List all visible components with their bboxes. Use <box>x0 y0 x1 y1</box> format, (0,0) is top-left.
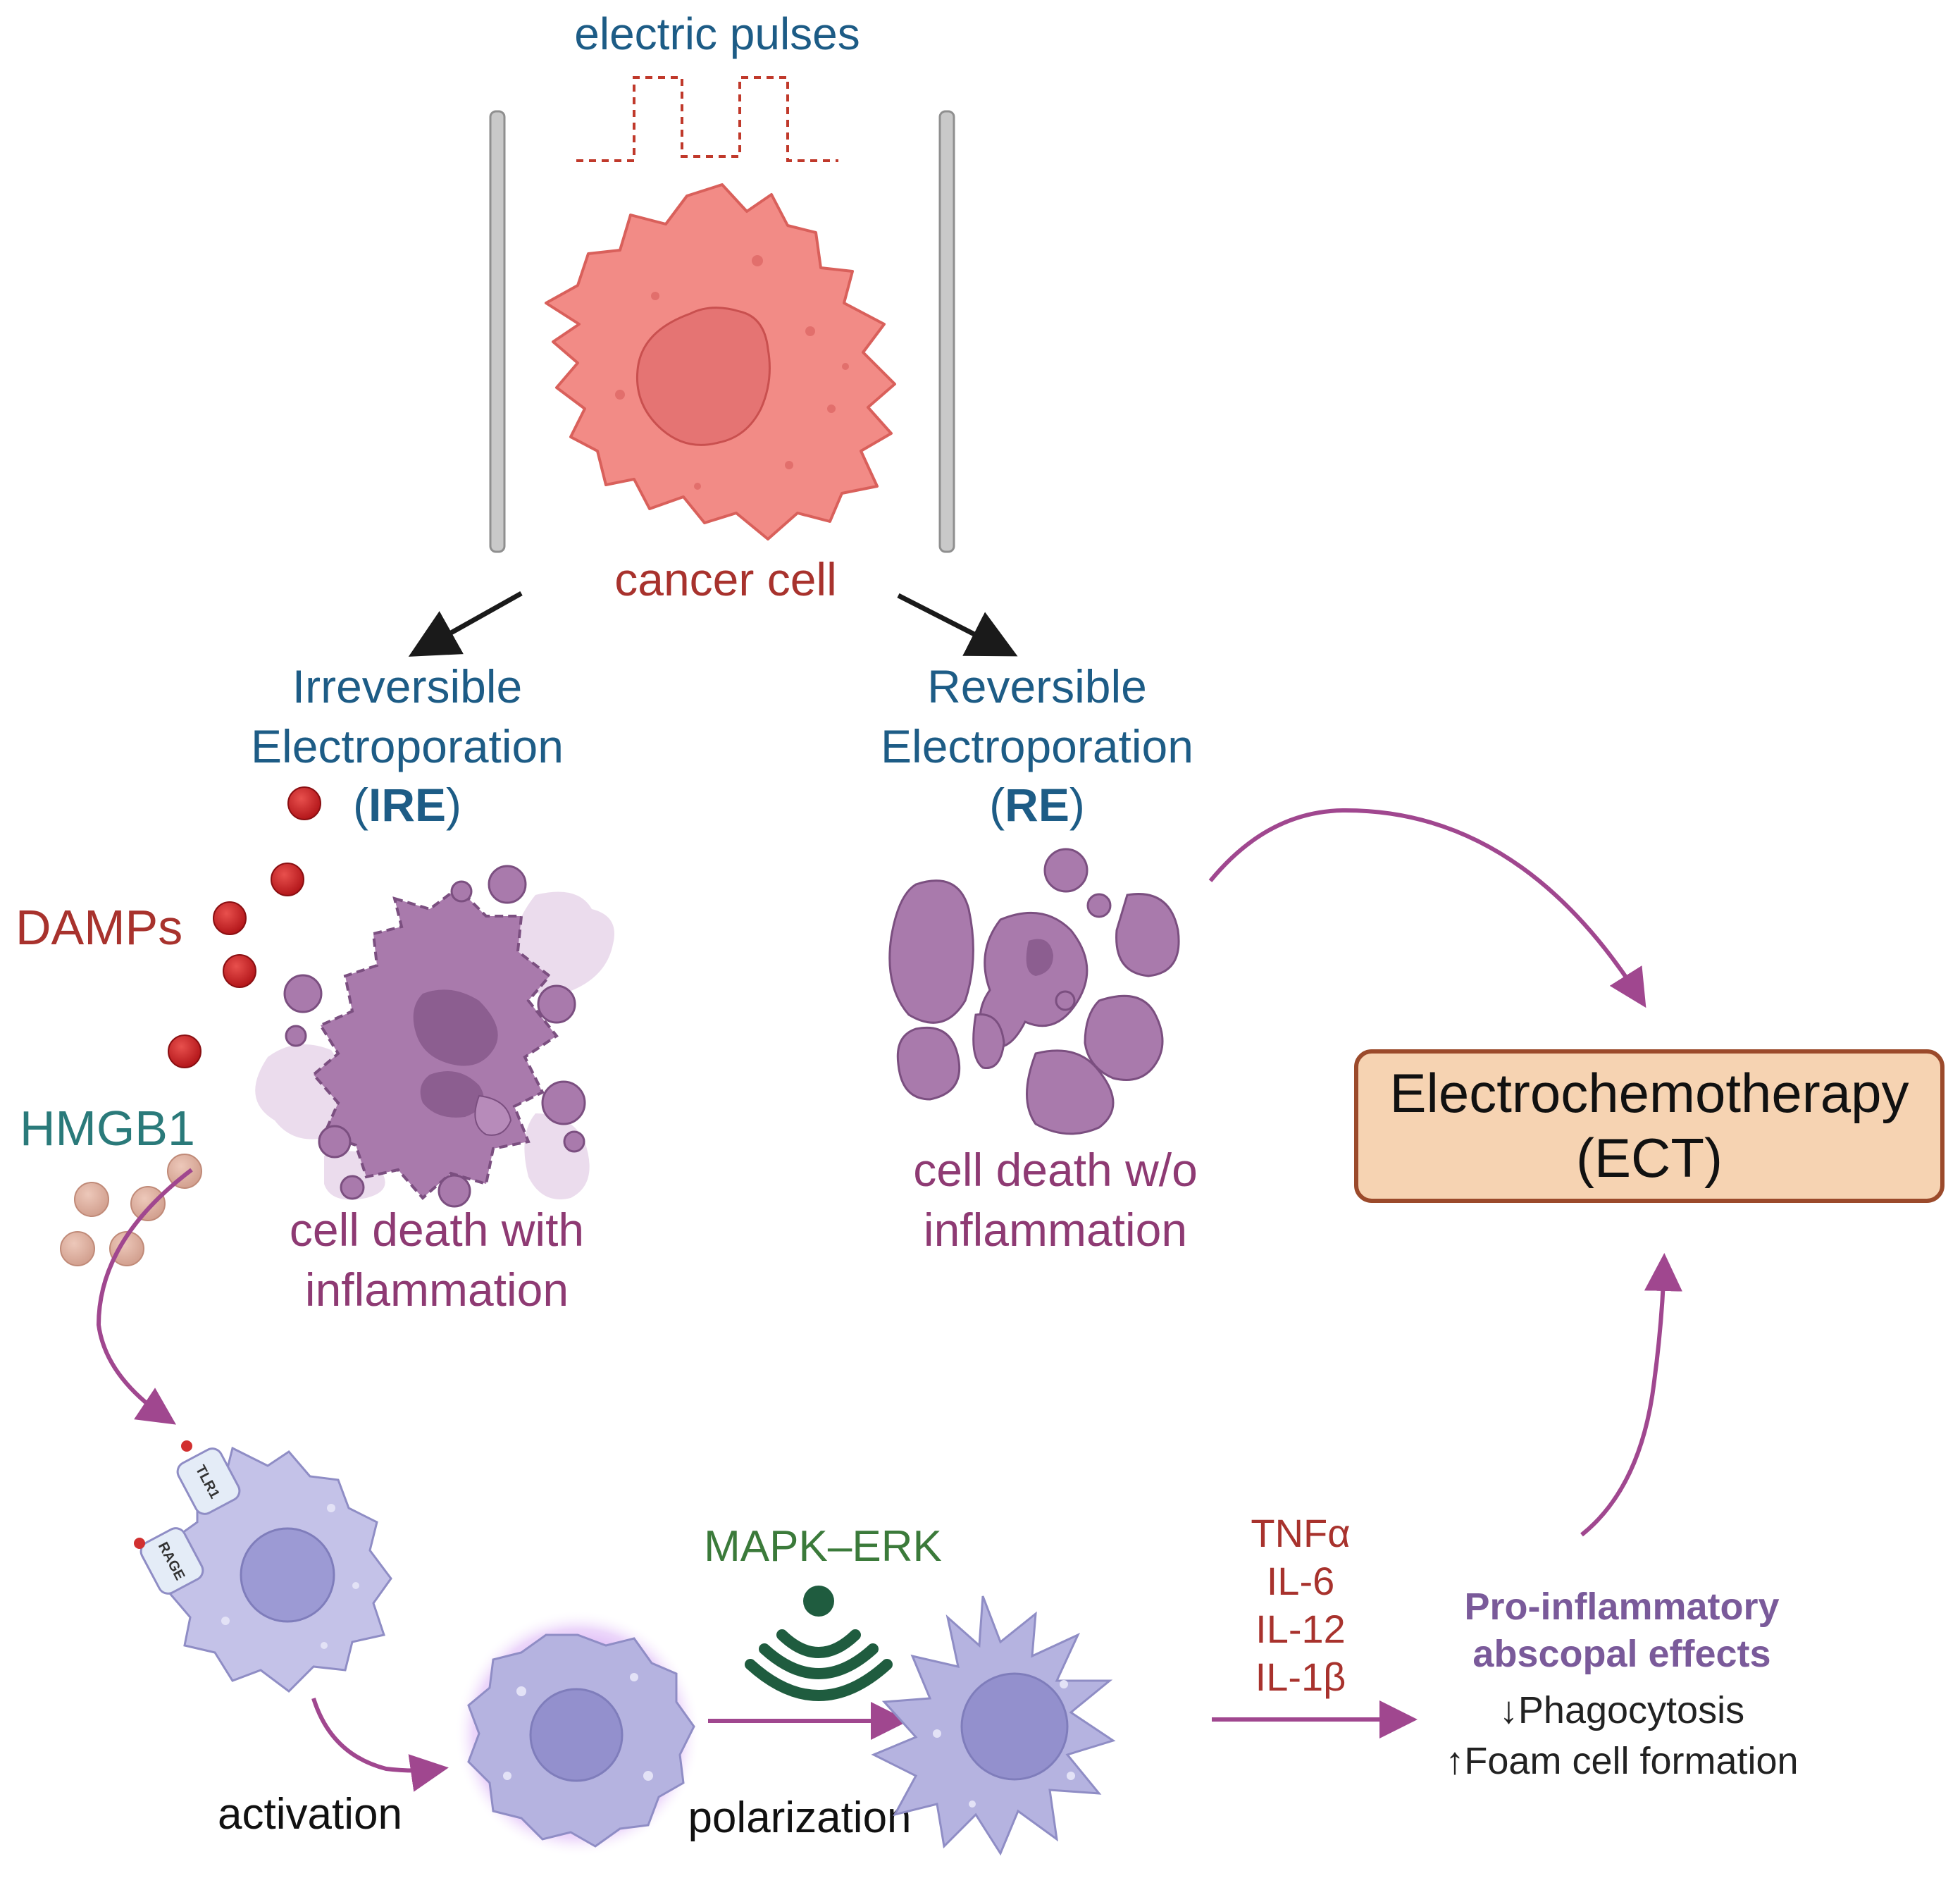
ire-abbr: (IRE) <box>353 779 461 831</box>
re-dead-cell <box>888 848 1180 1135</box>
ire-label-line1: Irreversible <box>292 660 522 712</box>
electrode-right-icon <box>938 110 955 553</box>
re-label-line2: Electroporation <box>881 720 1193 772</box>
ire-label-line2: Electroporation <box>251 720 564 772</box>
resting-macrophage <box>168 1446 392 1693</box>
effect-phagocytosis: ↓Phagocytosis <box>1499 1689 1744 1731</box>
polarized-macrophage <box>871 1595 1116 1856</box>
mapk-erk-label: MAPK–ERK <box>704 1522 942 1571</box>
activation-label: activation <box>218 1790 402 1839</box>
death-with-inflammation-line1: cell death with <box>290 1204 584 1256</box>
electrode-left-icon <box>489 110 506 553</box>
cytokine-list: TNFα IL-6 IL-12 IL-1β <box>1251 1511 1350 1699</box>
cancer-cell-label: cancer cell <box>614 553 836 605</box>
pulse-waveform <box>576 76 838 162</box>
pro-inflammatory-line1: Pro-inflammatory <box>1464 1586 1779 1628</box>
pro-inflammatory-line2: abscopal effects <box>1472 1633 1770 1675</box>
tlr1-receptor: TLR1 <box>176 1440 241 1515</box>
death-without-inflammation-line1: cell death w/o <box>913 1144 1198 1196</box>
ire-dead-cell <box>255 865 614 1208</box>
activated-macrophage <box>454 1610 701 1857</box>
rage-receptor: RAGE <box>134 1527 204 1595</box>
re-label-line1: Reversible <box>927 660 1147 712</box>
arrow-effects-to-ect <box>1580 1253 1682 1537</box>
arrow-hmgb1-to-receptor <box>96 1168 193 1425</box>
death-without-inflammation-line2: inflammation <box>924 1204 1187 1256</box>
arrow-re-to-ect <box>1208 808 1646 1008</box>
arrow-to-re <box>897 593 1018 657</box>
cytokine-tnfa: TNFα <box>1251 1511 1350 1555</box>
hmgb1-label: HMGB1 <box>20 1101 195 1156</box>
arrow-activation <box>311 1698 449 1792</box>
damps-label: DAMPs <box>15 900 182 955</box>
cytokine-il12: IL-12 <box>1255 1607 1346 1651</box>
effect-foam-cell: ↑Foam cell formation <box>1445 1740 1798 1782</box>
cytokine-il1b: IL-1β <box>1255 1655 1346 1699</box>
arrow-to-ire <box>408 591 523 657</box>
re-abbr: (RE) <box>989 779 1085 831</box>
hmgb1-particles <box>60 1154 202 1266</box>
electric-pulses-label: electric pulses <box>574 8 860 59</box>
ect-box: Electrochemotherapy (ECT) <box>1354 1049 1945 1203</box>
cytokine-il6: IL-6 <box>1267 1559 1335 1603</box>
death-with-inflammation-line2: inflammation <box>305 1264 569 1316</box>
polarization-label: polarization <box>688 1793 911 1842</box>
cancer-cell <box>545 183 896 541</box>
damp-particles <box>168 786 321 1068</box>
ect-label-line1: Electrochemotherapy <box>1389 1062 1909 1124</box>
ect-label-line2: (ECT) <box>1576 1127 1723 1189</box>
wireless-signal-icon <box>745 1586 893 1701</box>
